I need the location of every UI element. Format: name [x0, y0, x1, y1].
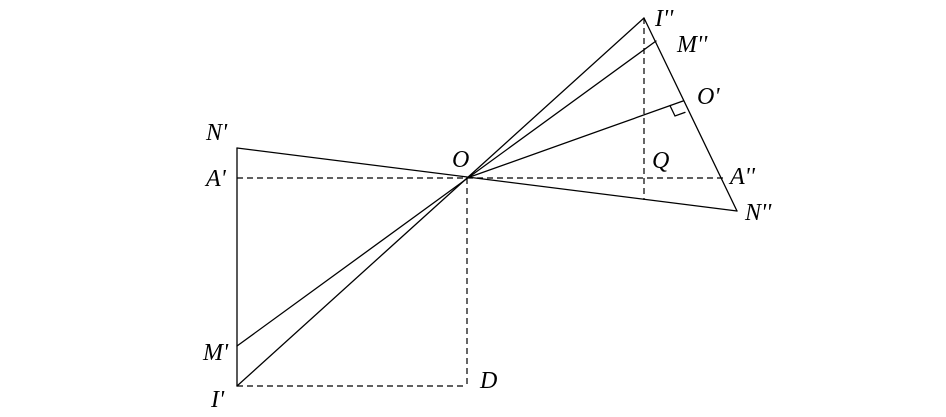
- label-a-dprime: A'': [728, 164, 756, 190]
- line-n-prime-n-dprime: [236, 147, 738, 212]
- dashed-lines: [237, 18, 723, 387]
- label-o-prime: O': [697, 84, 720, 110]
- line-m-prime-m-dprime: [236, 40, 657, 347]
- label-m-prime: M': [202, 340, 229, 366]
- label-n-prime: N': [205, 120, 228, 146]
- label-o: O: [452, 147, 469, 173]
- label-n-dprime: N'': [744, 200, 772, 226]
- line-o-o-prime: [466, 100, 684, 179]
- label-m-dprime: M'': [676, 32, 708, 58]
- label-i-dprime: I'': [654, 6, 674, 32]
- label-a-prime: A': [204, 166, 227, 192]
- line-i-dprime-n-dprime: [643, 17, 738, 212]
- point-labels: N' A' M' I' O D Q A'' N'' I'' M'' O': [202, 6, 772, 413]
- label-d: D: [479, 368, 497, 394]
- solid-lines: [236, 17, 738, 387]
- label-q: Q: [652, 148, 669, 174]
- right-angle-mark: [669, 104, 686, 117]
- line-i-prime-i-dprime: [236, 17, 645, 387]
- label-i-prime: I': [210, 387, 225, 413]
